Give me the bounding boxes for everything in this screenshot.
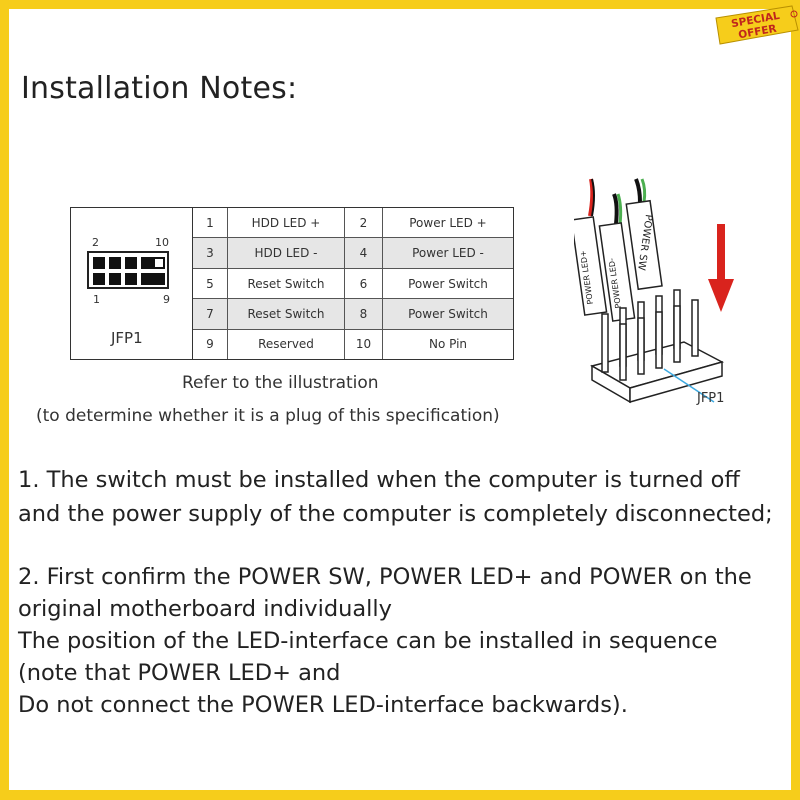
pin-function: Power Switch — [382, 268, 513, 299]
pin-number: 10 — [344, 329, 382, 360]
table-row: 1 HDD LED + 2 Power LED + — [193, 208, 513, 238]
green-wire — [640, 178, 647, 203]
connector-power-led-plus: POWER LED+ — [574, 216, 608, 316]
special-offer-badge: SPECIAL OFFER — [715, 5, 799, 45]
pin-function: Power Switch — [382, 299, 513, 329]
pin-number: 2 — [344, 208, 382, 238]
pin-number: 7 — [206, 306, 214, 321]
pin-square — [125, 273, 137, 285]
pin-square — [93, 257, 105, 269]
pin-number: 3 — [206, 246, 214, 261]
down-arrow-icon — [717, 224, 725, 284]
black-wire — [634, 178, 642, 203]
black-wire — [591, 178, 595, 217]
pin-square — [153, 273, 165, 285]
pin-number: 6 — [344, 268, 382, 299]
note-2-line-4: (note that POWER LED+ and — [18, 660, 341, 686]
red-wire — [588, 178, 595, 217]
header-label-1: 1 — [93, 293, 100, 306]
connector-illustration: POWER LED+ POWER LED- POWER SW — [574, 178, 734, 404]
pin-square — [141, 257, 153, 269]
pin-square — [93, 273, 105, 285]
pin-square — [141, 273, 153, 285]
pin-number: 9 — [206, 337, 214, 352]
table-row: 3 HDD LED - 4 Power LED - — [193, 237, 513, 268]
down-arrow-head — [708, 279, 734, 312]
page-title: Installation Notes: — [21, 71, 298, 106]
pin-square — [109, 273, 121, 285]
table-row: 9 Reserved 10 No Pin — [193, 328, 513, 360]
note-2-line-5: Do not connect the POWER LED-interface b… — [18, 692, 628, 718]
pin-number: 8 — [344, 299, 382, 329]
note-2-line-1: 2. First confirm the POWER SW, POWER LED… — [18, 564, 752, 590]
note-1-line-2: and the power supply of the computer is … — [18, 501, 773, 527]
header-label-9: 9 — [163, 293, 170, 306]
pin-rows: 1 HDD LED + 2 Power LED + 3 HDD LED - 4 … — [193, 208, 513, 360]
pin-square — [109, 257, 121, 269]
note-1-line-1: 1. The switch must be installed when the… — [18, 467, 740, 493]
caption-line-2: (to determine whether it is a plug of th… — [36, 406, 500, 426]
pin-grid — [87, 251, 169, 289]
pin-function: Reset Switch — [227, 268, 344, 299]
pin-function: Reserved — [227, 329, 344, 360]
connector-power-sw: POWER SW — [625, 199, 663, 291]
header-diagram: 2 10 1 9 JFP1 — [71, 208, 193, 359]
connector-power-led-minus: POWER LED- — [598, 222, 636, 322]
header-label-10: 10 — [155, 236, 169, 249]
green-wire — [616, 193, 623, 225]
pin-square — [125, 257, 137, 269]
jfp1-label: JFP1 — [111, 329, 143, 347]
pin-number: 4 — [344, 238, 382, 268]
pin-number: 5 — [206, 276, 214, 291]
notes-card: Installation Notes: 2 10 1 9 JFP1 — [9, 9, 791, 790]
table-row: 5 Reset Switch 6 Power Switch — [193, 267, 513, 299]
pin-square-empty — [153, 257, 165, 269]
header-label-2: 2 — [92, 236, 99, 249]
pin-number: 1 — [206, 215, 214, 230]
black-wire — [612, 193, 619, 225]
pin-function: HDD LED - — [227, 238, 344, 268]
pin-function: Power LED + — [382, 208, 513, 238]
pin-table: 2 10 1 9 JFP1 1 HDD LED + 2 — [70, 207, 514, 360]
pin-function: No Pin — [382, 329, 513, 360]
pin-function: Reset Switch — [227, 299, 344, 329]
table-row: 7 Reset Switch 8 Power Switch — [193, 298, 513, 329]
note-2-line-3: The position of the LED-interface can be… — [18, 628, 718, 654]
caption-line-1: Refer to the illustration — [182, 373, 379, 393]
pin-function: HDD LED + — [227, 208, 344, 238]
illustration-jfp1-label: JFP1 — [697, 391, 725, 406]
callout-line — [663, 368, 715, 403]
note-2-line-2: original motherboard individually — [18, 596, 392, 622]
pin-function: Power LED - — [382, 238, 513, 268]
header-pins — [601, 289, 699, 381]
